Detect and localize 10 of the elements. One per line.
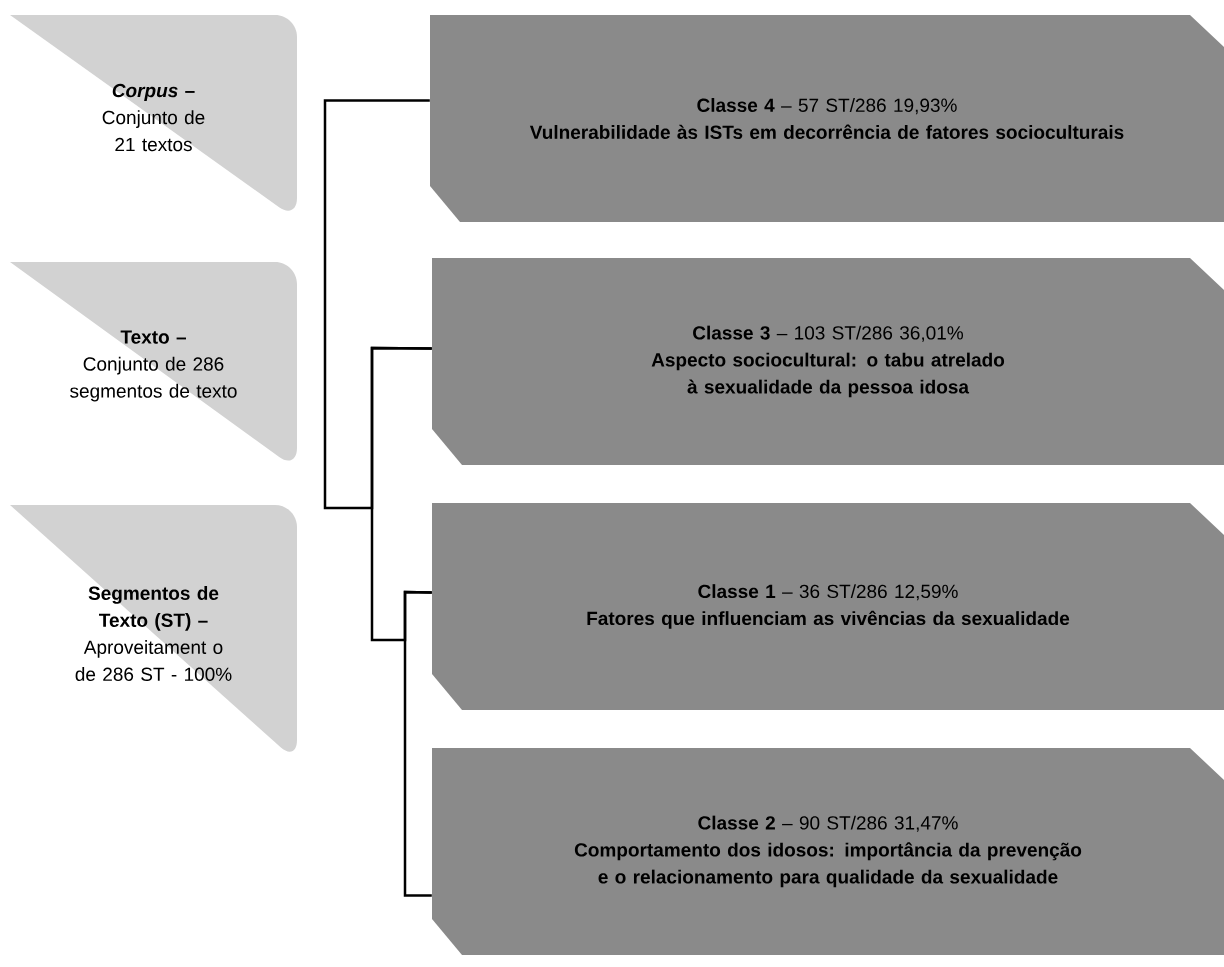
dendrogram-line — [403, 590, 432, 897]
class-box: Classe 4 – 57 ST/286 19,93% Vulnerabilidade às ISTs em decorrência de fatores socioculturais — [430, 15, 1224, 222]
class-box: Classe 1 – 36 ST/286 12,59% Fatores que influenciam as vivências da sexualidade — [432, 503, 1224, 710]
dendrogram-line — [323, 99, 432, 510]
summary-box: Texto – Conjunto de 286 segmentos de texto — [10, 262, 297, 461]
summary-box: Segmentos de Texto (ST) – Aproveitament o de 286 ST - 100% — [10, 505, 297, 752]
summary-box: Corpus – Conjunto de 21 textos — [10, 15, 297, 211]
dendrogram-line — [370, 346, 432, 642]
class-box: Classe 2 – 90 ST/286 31,47% Comportamento dos idosos: importância da prevenção e o relacionamento para qualidade da sexualidade — [432, 748, 1224, 955]
class-box: Classe 3 – 103 ST/286 36,01% Aspecto sociocultural: o tabu atrelado à sexualidade da pessoa idosa — [432, 258, 1224, 465]
